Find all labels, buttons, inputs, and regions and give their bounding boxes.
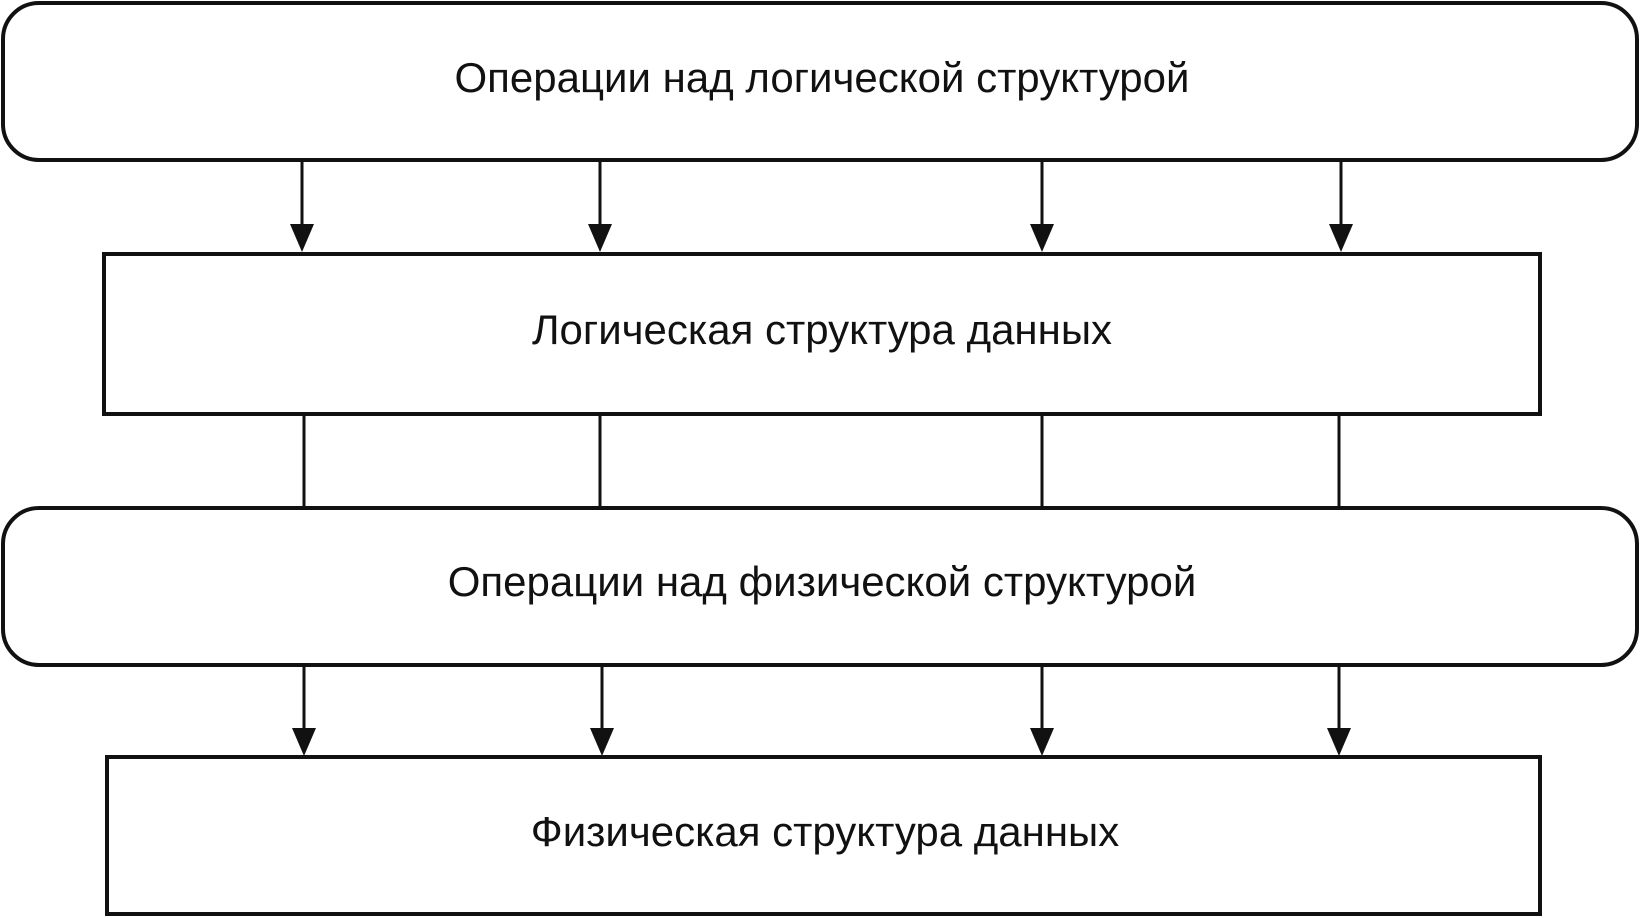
physical-operations-label: Операции над физической структурой [448, 558, 1197, 605]
logical-structure-box [102, 252, 1542, 416]
physical-structure-label: Физическая структура данных [531, 808, 1119, 855]
physical-structure-box [105, 755, 1542, 916]
arrowhead-5 [292, 728, 316, 756]
arrowhead-2 [588, 224, 612, 252]
logical-operations-label: Операции над логической структурой [455, 54, 1190, 101]
arrowhead-3 [1030, 224, 1054, 252]
logical-operations-box [1, 1, 1639, 162]
logical-structure-label: Логическая структура данных [532, 306, 1112, 353]
arrowhead-7 [1030, 728, 1054, 756]
arrows-to-logical-structure [290, 160, 1353, 252]
arrows-to-physical-structure [292, 665, 1351, 756]
arrowhead-4 [1329, 224, 1353, 252]
arrowhead-1 [290, 224, 314, 252]
physical-operations-box [1, 506, 1639, 667]
arrowhead-6 [590, 728, 614, 756]
arrowhead-8 [1327, 728, 1351, 756]
connectors-to-physical-operations [302, 414, 1341, 508]
